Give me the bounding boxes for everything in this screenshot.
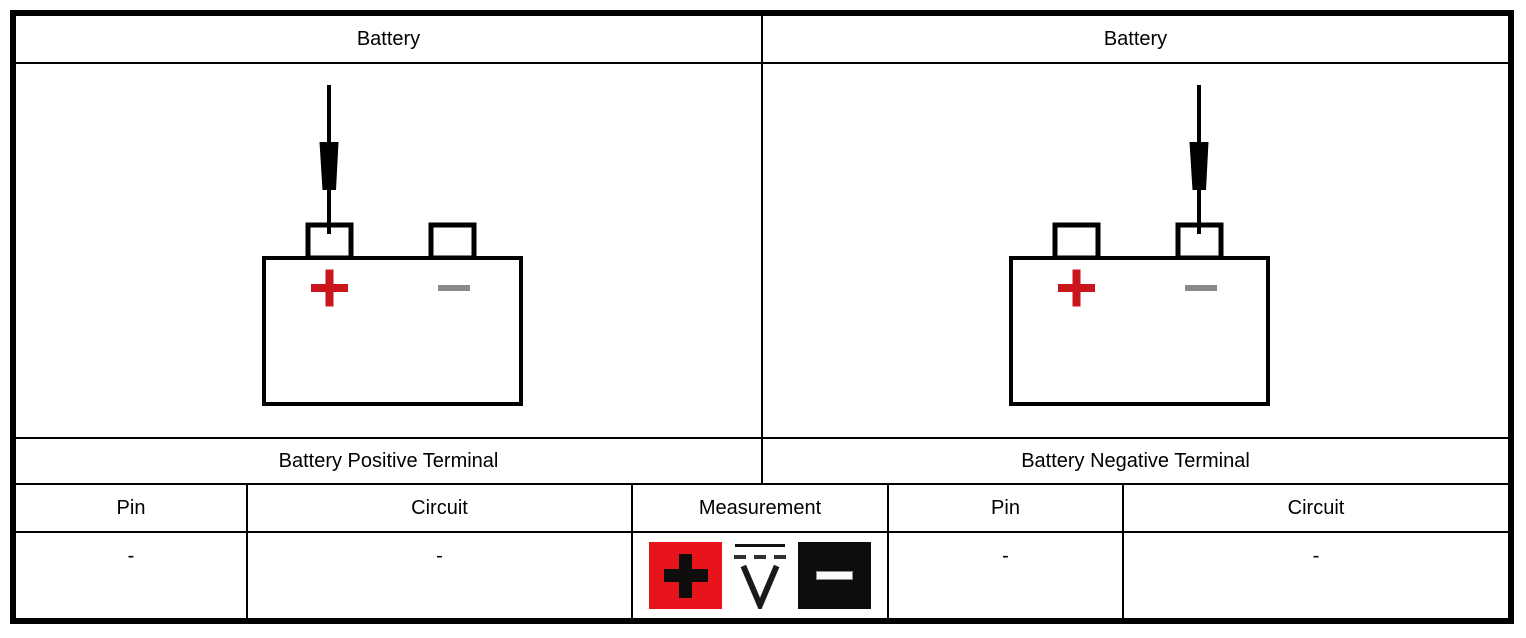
circuit-header-right: Circuit xyxy=(1287,496,1345,519)
battery-header-row: Battery Battery xyxy=(16,16,1508,64)
pin-value-right: - xyxy=(889,533,1124,618)
negative-terminal-label: Battery Negative Terminal xyxy=(1021,449,1250,472)
battery-body xyxy=(1009,256,1270,406)
value-row: - - - - xyxy=(16,533,1508,618)
measurement-cell xyxy=(633,533,889,618)
measurement-header: Measurement xyxy=(633,485,889,531)
pin-value-left: - xyxy=(16,533,248,618)
plus-vbar xyxy=(679,553,692,598)
plus-symbol xyxy=(1058,269,1095,307)
pinpoint-test-table: Battery Battery xyxy=(10,10,1514,624)
column-header-row: Pin Circuit Measurement Pin Circuit xyxy=(16,485,1508,533)
positive-probe-icon xyxy=(649,542,722,609)
test-probe-icon xyxy=(319,85,339,234)
battery-diagram-row xyxy=(16,64,1508,439)
terminal-label-row: Battery Positive Terminal Battery Negati… xyxy=(16,439,1508,485)
minus-symbol xyxy=(438,285,470,291)
positive-terminal-label: Battery Positive Terminal xyxy=(16,439,763,483)
negative-probe-icon xyxy=(798,542,871,609)
battery-diagram-positive-probe xyxy=(262,85,523,406)
circuit-value-right: - xyxy=(1312,545,1320,567)
test-probe-icon xyxy=(1189,85,1209,234)
battery-diagram-cell-left xyxy=(16,64,763,437)
dc-voltage-icon xyxy=(733,542,787,610)
battery-diagram-negative-probe xyxy=(1009,85,1270,406)
minus-bar xyxy=(816,571,853,580)
dc-dashed-line xyxy=(734,555,786,560)
minus-symbol xyxy=(1185,285,1217,291)
pin-header-right: Pin xyxy=(889,485,1124,531)
circuit-header-left: Circuit xyxy=(248,485,633,531)
battery-positive-terminal xyxy=(1052,222,1101,261)
pin-header-left: Pin xyxy=(16,485,248,531)
battery-diagram-cell-right xyxy=(763,64,1508,437)
battery-negative-terminal xyxy=(428,222,477,261)
battery-body xyxy=(262,256,523,406)
voltage-v-glyph xyxy=(740,565,780,610)
plus-symbol xyxy=(311,269,348,307)
battery-header-left: Battery xyxy=(16,16,763,62)
battery-header-right: Battery xyxy=(1103,27,1168,50)
dc-solid-line xyxy=(735,543,785,548)
circuit-value-left: - xyxy=(248,533,633,618)
